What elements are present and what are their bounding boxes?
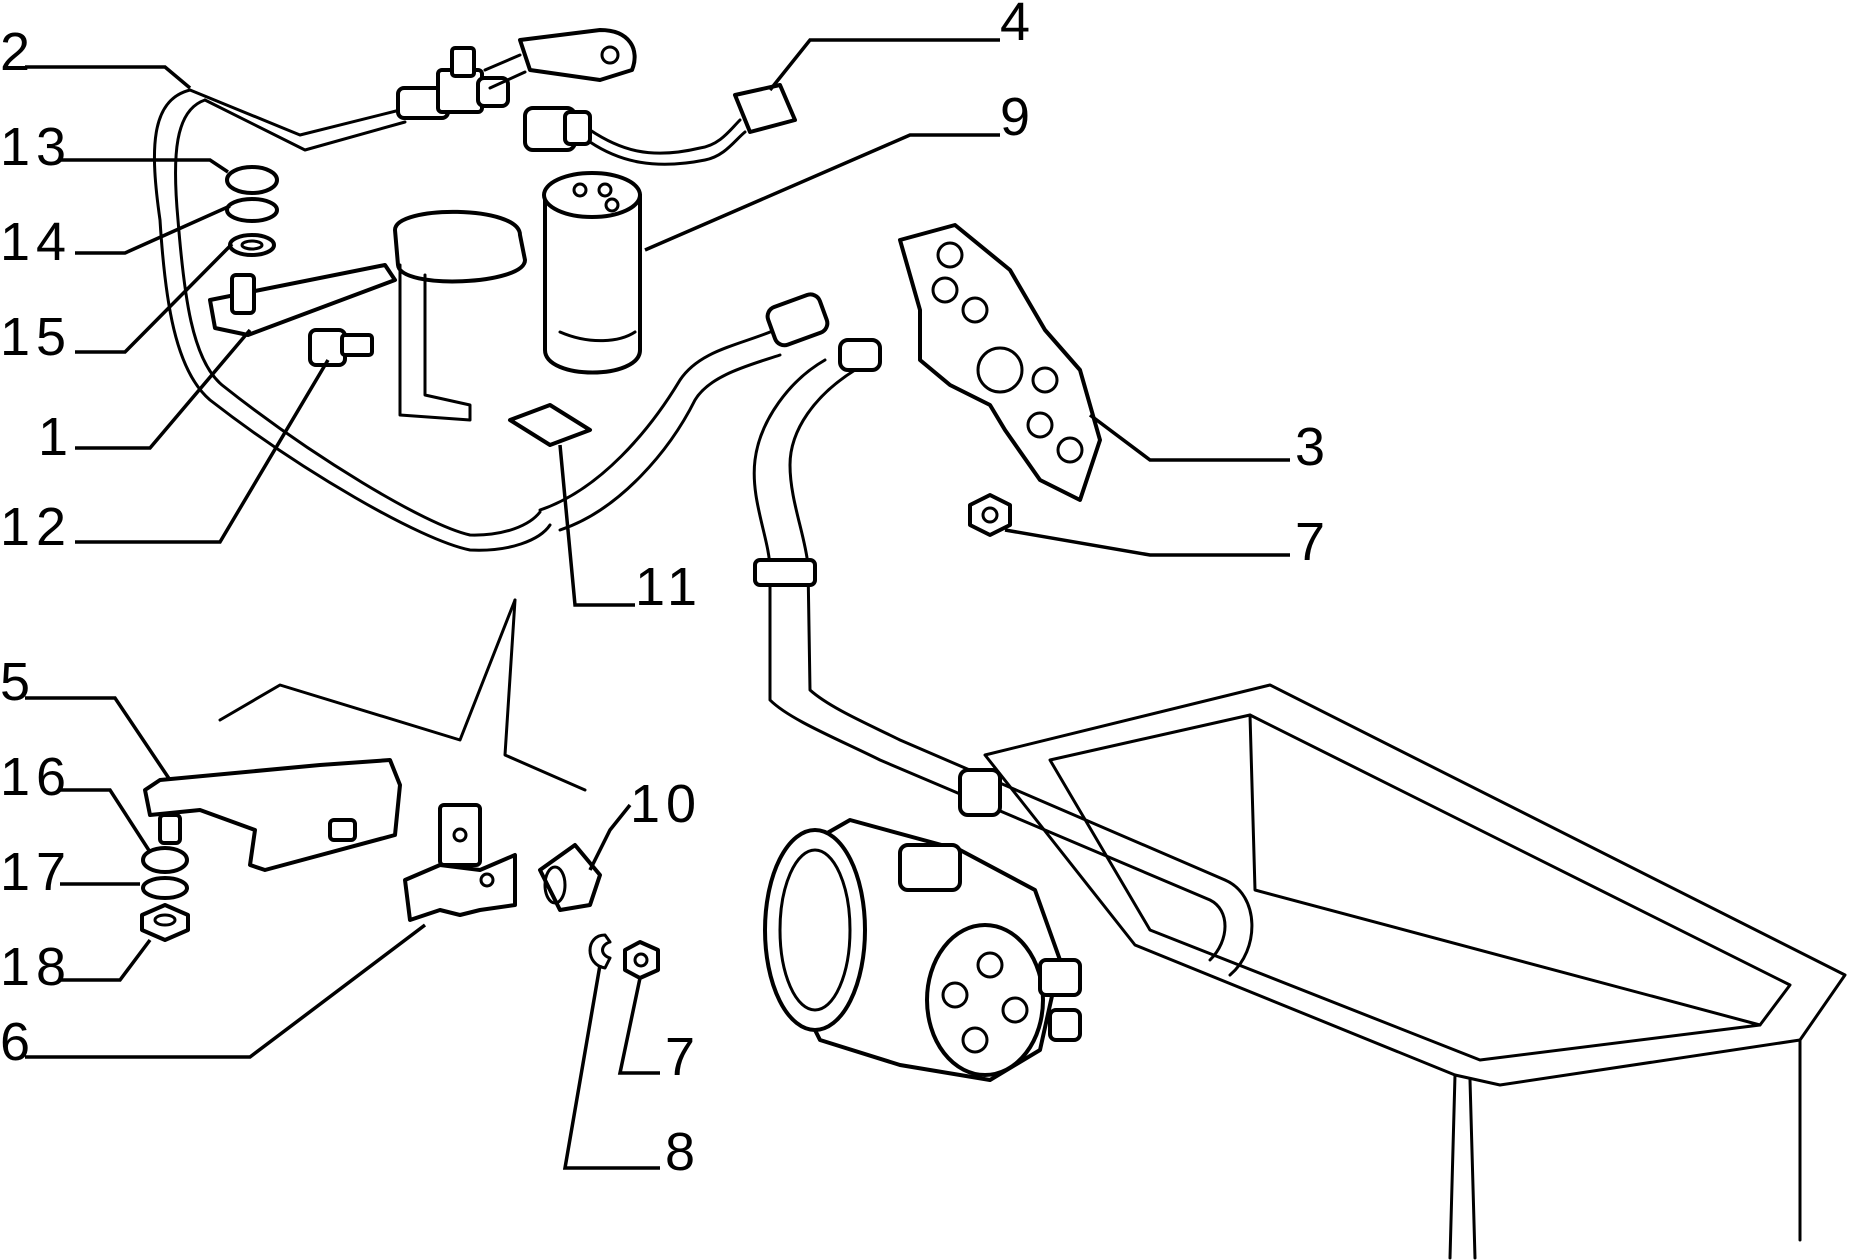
callout-17: 17 (0, 842, 72, 902)
receiver-drier-9 (542, 171, 642, 375)
washers-16-17-18 (140, 846, 190, 942)
callout-7-lower: 7 (665, 1027, 701, 1087)
callout-10: 10 (630, 774, 702, 834)
pipe-2 (152, 88, 552, 552)
washer-8 (588, 933, 612, 970)
bolt-12 (308, 328, 374, 367)
callout-18: 18 (0, 937, 72, 997)
callouts: 2 13 14 15 1 12 4 9 3 7 11 5 16 17 18 6 … (0, 0, 1331, 1182)
callout-1: 1 (38, 407, 74, 467)
bracket-5 (143, 758, 402, 872)
explode-indicator (218, 598, 587, 792)
callout-7-upper: 7 (1295, 512, 1331, 572)
washers-13-14-15 (225, 165, 279, 257)
discharge-pipe (752, 338, 1254, 977)
callout-11: 11 (635, 557, 703, 617)
pad-11 (508, 403, 592, 447)
callout-12: 12 (0, 497, 72, 557)
oil-pan (983, 683, 1847, 1260)
plate-3 (898, 223, 1102, 502)
bracket-1 (208, 209, 527, 422)
callout-8: 8 (665, 1122, 701, 1182)
nut-7-lower (623, 940, 660, 980)
tee-fitting (396, 28, 637, 120)
flex-hose (538, 292, 830, 532)
cap-10 (538, 843, 602, 912)
callout-15: 15 (0, 307, 72, 367)
nut-7-upper (968, 493, 1012, 537)
callout-2: 2 (0, 22, 36, 82)
callout-4: 4 (1000, 0, 1036, 52)
callout-5: 5 (0, 652, 36, 712)
clip-6 (403, 803, 517, 922)
pressure-switch-4 (523, 83, 797, 166)
compressor (763, 818, 1082, 1082)
callout-16: 16 (0, 747, 72, 807)
callout-9: 9 (1000, 87, 1036, 147)
callout-13: 13 (0, 117, 72, 177)
callout-3: 3 (1295, 417, 1331, 477)
callout-14: 14 (0, 212, 72, 272)
leader-lines (25, 38, 1290, 1170)
callout-6: 6 (0, 1012, 36, 1072)
